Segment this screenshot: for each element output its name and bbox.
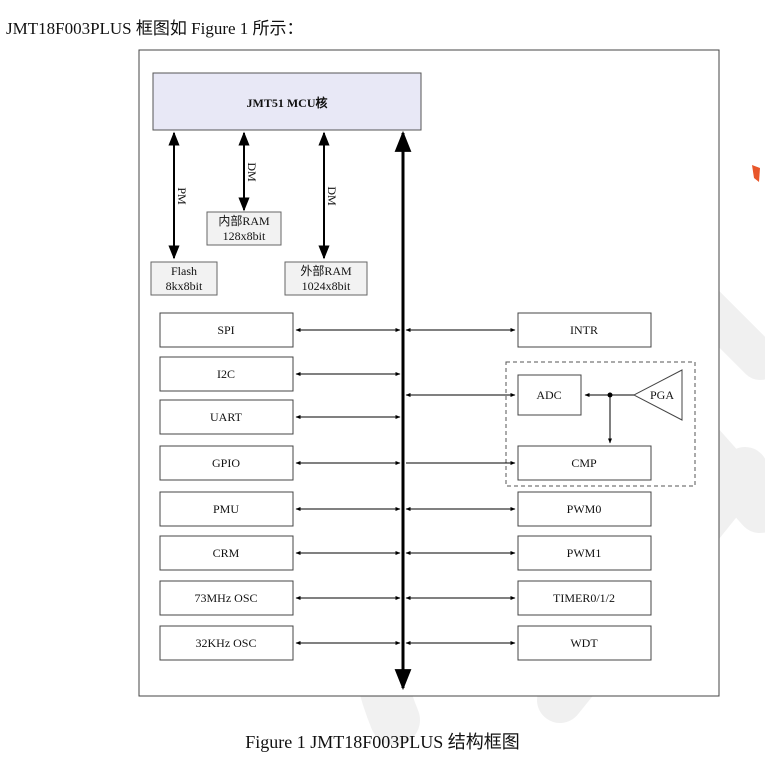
figure-caption: Figure 1 JMT18F003PLUS 结构框图 [245, 732, 520, 752]
pga-label: PGA [650, 388, 674, 402]
pwm1-block [517, 535, 652, 571]
osc-73mhz-block [159, 580, 294, 616]
dm-bus-label-external: DM [325, 186, 339, 206]
internal-ram-block [206, 211, 282, 246]
crm-block [159, 535, 294, 571]
logo-mark [752, 165, 760, 182]
internal-ram-size: 128x8bit [223, 229, 266, 243]
cmp-label: CMP [571, 456, 597, 470]
spi-block [159, 312, 294, 348]
flash-size: 8kx8bit [166, 279, 203, 293]
adc-block [517, 374, 582, 416]
crm-label: CRM [213, 546, 240, 560]
mcu-core-label: JMT51 MCU核 [247, 95, 328, 110]
adc-label: ADC [536, 388, 561, 402]
external-ram-size: 1024x8bit [302, 279, 351, 293]
osc-32khz-label: 32KHz OSC [195, 636, 256, 650]
flash-memory-block [150, 261, 218, 296]
pwm0-block [517, 491, 652, 527]
pwm0-label: PWM0 [567, 502, 602, 516]
uart-block [159, 399, 294, 435]
dm-bus-label-internal: DM [245, 162, 259, 182]
gpio-block [159, 445, 294, 481]
pmu-block [159, 491, 294, 527]
analog-group-frame [505, 361, 696, 487]
flash-label: Flash [171, 264, 197, 278]
uart-label: UART [210, 410, 243, 424]
pga-amplifier [632, 369, 683, 421]
external-ram-label: 外部RAM [300, 263, 352, 278]
pwm1-label: PWM1 [567, 546, 602, 560]
wdt-block [517, 625, 652, 661]
intr-label: INTR [570, 323, 598, 337]
internal-ram-label: 内部RAM [218, 213, 270, 228]
intr-block [517, 312, 652, 348]
mcu-core-block [152, 72, 422, 131]
i2c-label: I2C [217, 367, 235, 381]
timer-block [517, 580, 652, 616]
pm-bus-label: PM [175, 187, 189, 205]
osc-73mhz-label: 73MHz OSC [194, 591, 257, 605]
intro-text: JMT18F003PLUS 框图如 Figure 1 所示： [6, 19, 304, 38]
gpio-label: GPIO [212, 456, 240, 470]
pmu-label: PMU [213, 502, 239, 516]
spi-label: SPI [217, 323, 234, 337]
cmp-block [517, 445, 652, 481]
wdt-label: WDT [570, 636, 598, 650]
osc-32khz-block [159, 625, 294, 661]
external-ram-block [284, 261, 368, 296]
i2c-block [159, 356, 294, 392]
timer-label: TIMER0/1/2 [553, 591, 615, 605]
